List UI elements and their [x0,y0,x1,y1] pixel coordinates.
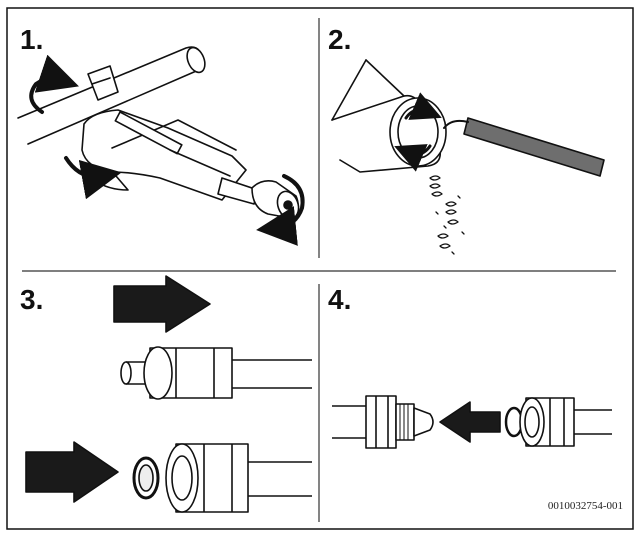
fitting-cone [414,408,433,436]
pipe-left [332,406,366,438]
metal-shavings [430,176,464,254]
arrow-connect [440,402,500,442]
panel-1-pipe-cutter [18,45,303,228]
pipe-top [232,360,312,388]
pipe-bottom [248,462,312,496]
arrow-push-ring [26,442,118,502]
panel-3-fit-nut-ring [26,276,312,512]
pipe-right [574,410,612,434]
step-number-3: 3. [20,286,43,314]
step-number-4: 4. [328,286,351,314]
deburring-tool [464,118,604,176]
step-number-1: 1. [20,26,43,54]
panel-2-deburring [332,60,604,254]
fitting-nut [366,396,396,448]
panel-4-connect [332,396,612,448]
document-id: 0010032754-001 [548,500,623,512]
step-number-2: 2. [328,26,351,54]
arrow-push-nut [114,276,210,332]
